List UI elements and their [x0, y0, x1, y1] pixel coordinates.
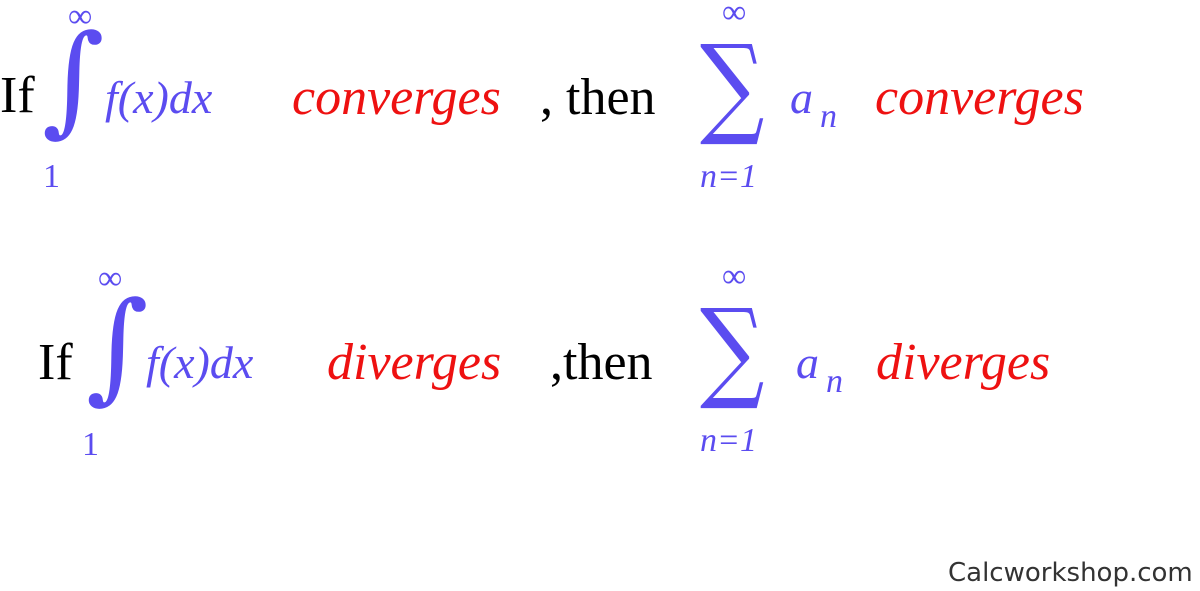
- result-diverges-series: diverges: [876, 334, 1051, 391]
- if-word: If: [0, 67, 35, 124]
- result-diverges-integral: diverges: [327, 334, 502, 391]
- series-term: a: [790, 72, 813, 123]
- watermark: Calcworkshop.com: [948, 558, 1193, 588]
- then-word: , then: [540, 69, 656, 126]
- integral-sign: ∫: [42, 10, 105, 149]
- series-term: a: [796, 337, 819, 388]
- integral-lower-limit: 1: [82, 426, 99, 463]
- integrand: f(x)dx: [105, 72, 213, 123]
- if-word: If: [38, 334, 73, 391]
- sum-lower-limit: n=1: [700, 422, 757, 459]
- then-word: ,then: [550, 334, 653, 391]
- integral-sign: ∫: [86, 277, 149, 416]
- sigma-sign: ∑: [700, 21, 765, 149]
- integral-upper-limit: ∞: [98, 260, 123, 297]
- integrand: f(x)dx: [146, 337, 254, 388]
- integral-upper-limit: ∞: [68, 0, 93, 35]
- series-term-subscript: n: [826, 363, 843, 400]
- series-term-subscript: n: [820, 98, 837, 135]
- sum-lower-limit: n=1: [700, 158, 757, 195]
- sum-upper-limit: ∞: [722, 0, 747, 31]
- integral-lower-limit: 1: [43, 158, 60, 195]
- result-converges-series: converges: [875, 69, 1084, 126]
- result-converges-integral: converges: [292, 69, 501, 126]
- sigma-sign: ∑: [700, 285, 765, 413]
- sum-upper-limit: ∞: [722, 258, 747, 295]
